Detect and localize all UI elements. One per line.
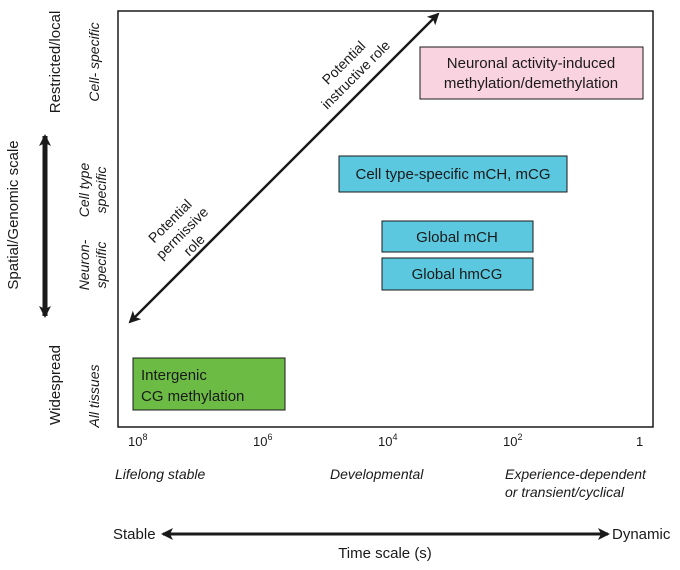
svg-text:Global mCH: Global mCH — [416, 229, 498, 246]
box-global-hmcg: Global hmCG — [381, 257, 534, 291]
svg-text:102: 102 — [503, 432, 522, 449]
y-cat-neuron-1: Neuron- — [76, 239, 92, 290]
box-intergenic: Intergenic CG methylation — [132, 357, 286, 411]
svg-text:106: 106 — [253, 432, 272, 449]
svg-text:108: 108 — [128, 432, 147, 449]
y-cat-cell-type-1: Cell type — [76, 163, 92, 218]
box-cell-type-specific: Cell type-specific mCH, mCG — [338, 155, 568, 193]
x-cat-experience-1: Experience-dependent — [505, 466, 647, 482]
y-axis-title: Spatial/Genomic scale — [5, 140, 22, 289]
svg-text:Intergenic: Intergenic — [141, 367, 207, 384]
y-level-restricted: Restricted/local — [47, 11, 64, 114]
svg-text:1: 1 — [636, 434, 643, 449]
plot-frame — [117, 10, 654, 428]
instructive-role-label: Potential instructive role — [318, 37, 393, 112]
y-level-widespread: Widespread — [47, 345, 64, 425]
y-cat-neuron-2: specific — [93, 242, 109, 289]
x-cat-developmental: Developmental — [330, 466, 424, 482]
svg-text:104: 104 — [378, 432, 397, 449]
x-cat-experience-2: or transient/cyclical — [505, 484, 625, 500]
diagonal-arrow — [128, 12, 440, 324]
x-tick-1e2: 102 — [503, 432, 522, 449]
x-tick-1e4: 104 — [378, 432, 397, 449]
x-axis-title: Time scale (s) — [338, 545, 432, 562]
svg-text:Cell type-specific mCH, mCG: Cell type-specific mCH, mCG — [355, 166, 550, 183]
box-global-mch: Global mCH — [381, 220, 534, 253]
y-cat-cell-type-2: specific — [93, 167, 109, 214]
box-neuronal-activity: Neuronal activity-induced methylation/de… — [419, 46, 644, 100]
y-cat-all-tissues: All tissues — [86, 364, 102, 428]
svg-text:CG methylation: CG methylation — [141, 388, 244, 405]
stable-label: Stable — [113, 526, 156, 543]
permissive-role-label: Potential permissive role — [145, 196, 211, 262]
svg-text:Global hmCG: Global hmCG — [412, 266, 503, 283]
x-tick-1: 1 — [636, 434, 643, 449]
svg-text:methylation/demethylation: methylation/demethylation — [444, 75, 618, 92]
y-cat-cell-specific: Cell- specific — [86, 22, 102, 101]
x-cat-lifelong: Lifelong stable — [115, 466, 206, 482]
dynamic-label: Dynamic — [612, 526, 671, 543]
svg-text:Neuronal activity-induced: Neuronal activity-induced — [447, 55, 615, 72]
x-tick-1e8: 108 — [128, 432, 147, 449]
x-tick-1e6: 106 — [253, 432, 272, 449]
